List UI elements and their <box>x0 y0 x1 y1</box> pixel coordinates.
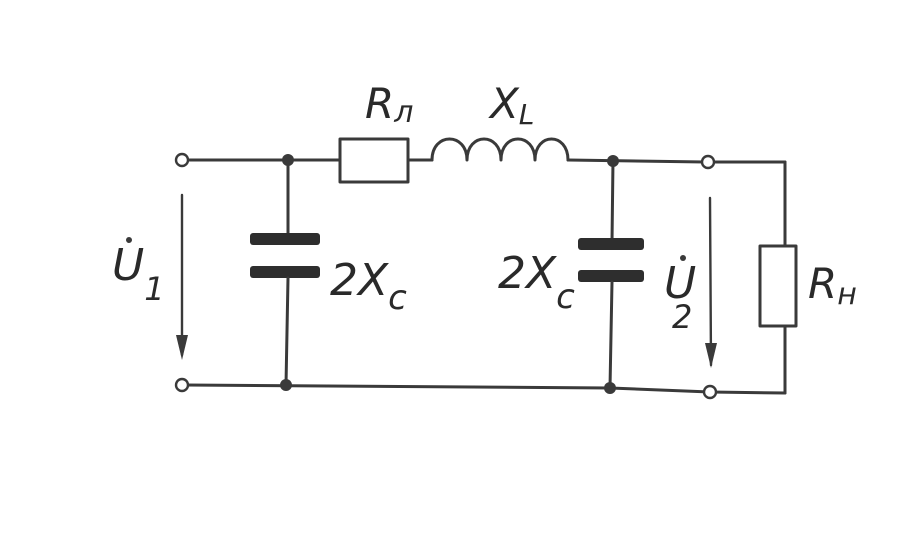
bottom-wire <box>183 383 787 395</box>
cap-left-plate-bottom <box>250 266 320 278</box>
cap-left-lead-bottom <box>284 276 290 387</box>
u2-arrow-head <box>705 343 717 368</box>
terminal-input-bottom <box>174 377 190 393</box>
junction-top-left <box>282 154 294 166</box>
u2-arrow-shaft <box>708 196 713 367</box>
cap-right-lead-bottom <box>608 280 614 390</box>
junction-bottom-left <box>280 379 292 391</box>
cap-right-lead-top <box>610 158 615 244</box>
cap-left-plate-top <box>250 233 320 245</box>
load-resistor <box>758 244 798 328</box>
label-cap-right: 2Xc <box>498 248 575 317</box>
terminal-input-top <box>174 152 190 168</box>
junction-top-right <box>607 155 619 167</box>
u2-phasor-dot <box>680 255 686 261</box>
terminal-output-top <box>700 154 716 170</box>
label-r-line: Rл <box>365 79 413 130</box>
label-r-load: Rн <box>808 259 857 312</box>
top-wire-right <box>566 158 787 164</box>
label-xl: XL <box>488 79 534 131</box>
cap-right-plate-top <box>578 238 644 250</box>
label-cap-left: 2Xc <box>330 255 407 318</box>
u1-phasor-dot <box>126 237 132 243</box>
line-resistor <box>338 137 410 184</box>
terminal-output-bottom <box>702 384 718 400</box>
u1-arrow-head <box>176 335 188 360</box>
inductor <box>430 137 570 162</box>
cap-right-plate-bottom <box>578 270 644 282</box>
junction-bottom-right <box>604 382 616 394</box>
label-u1: U1 <box>112 240 165 308</box>
